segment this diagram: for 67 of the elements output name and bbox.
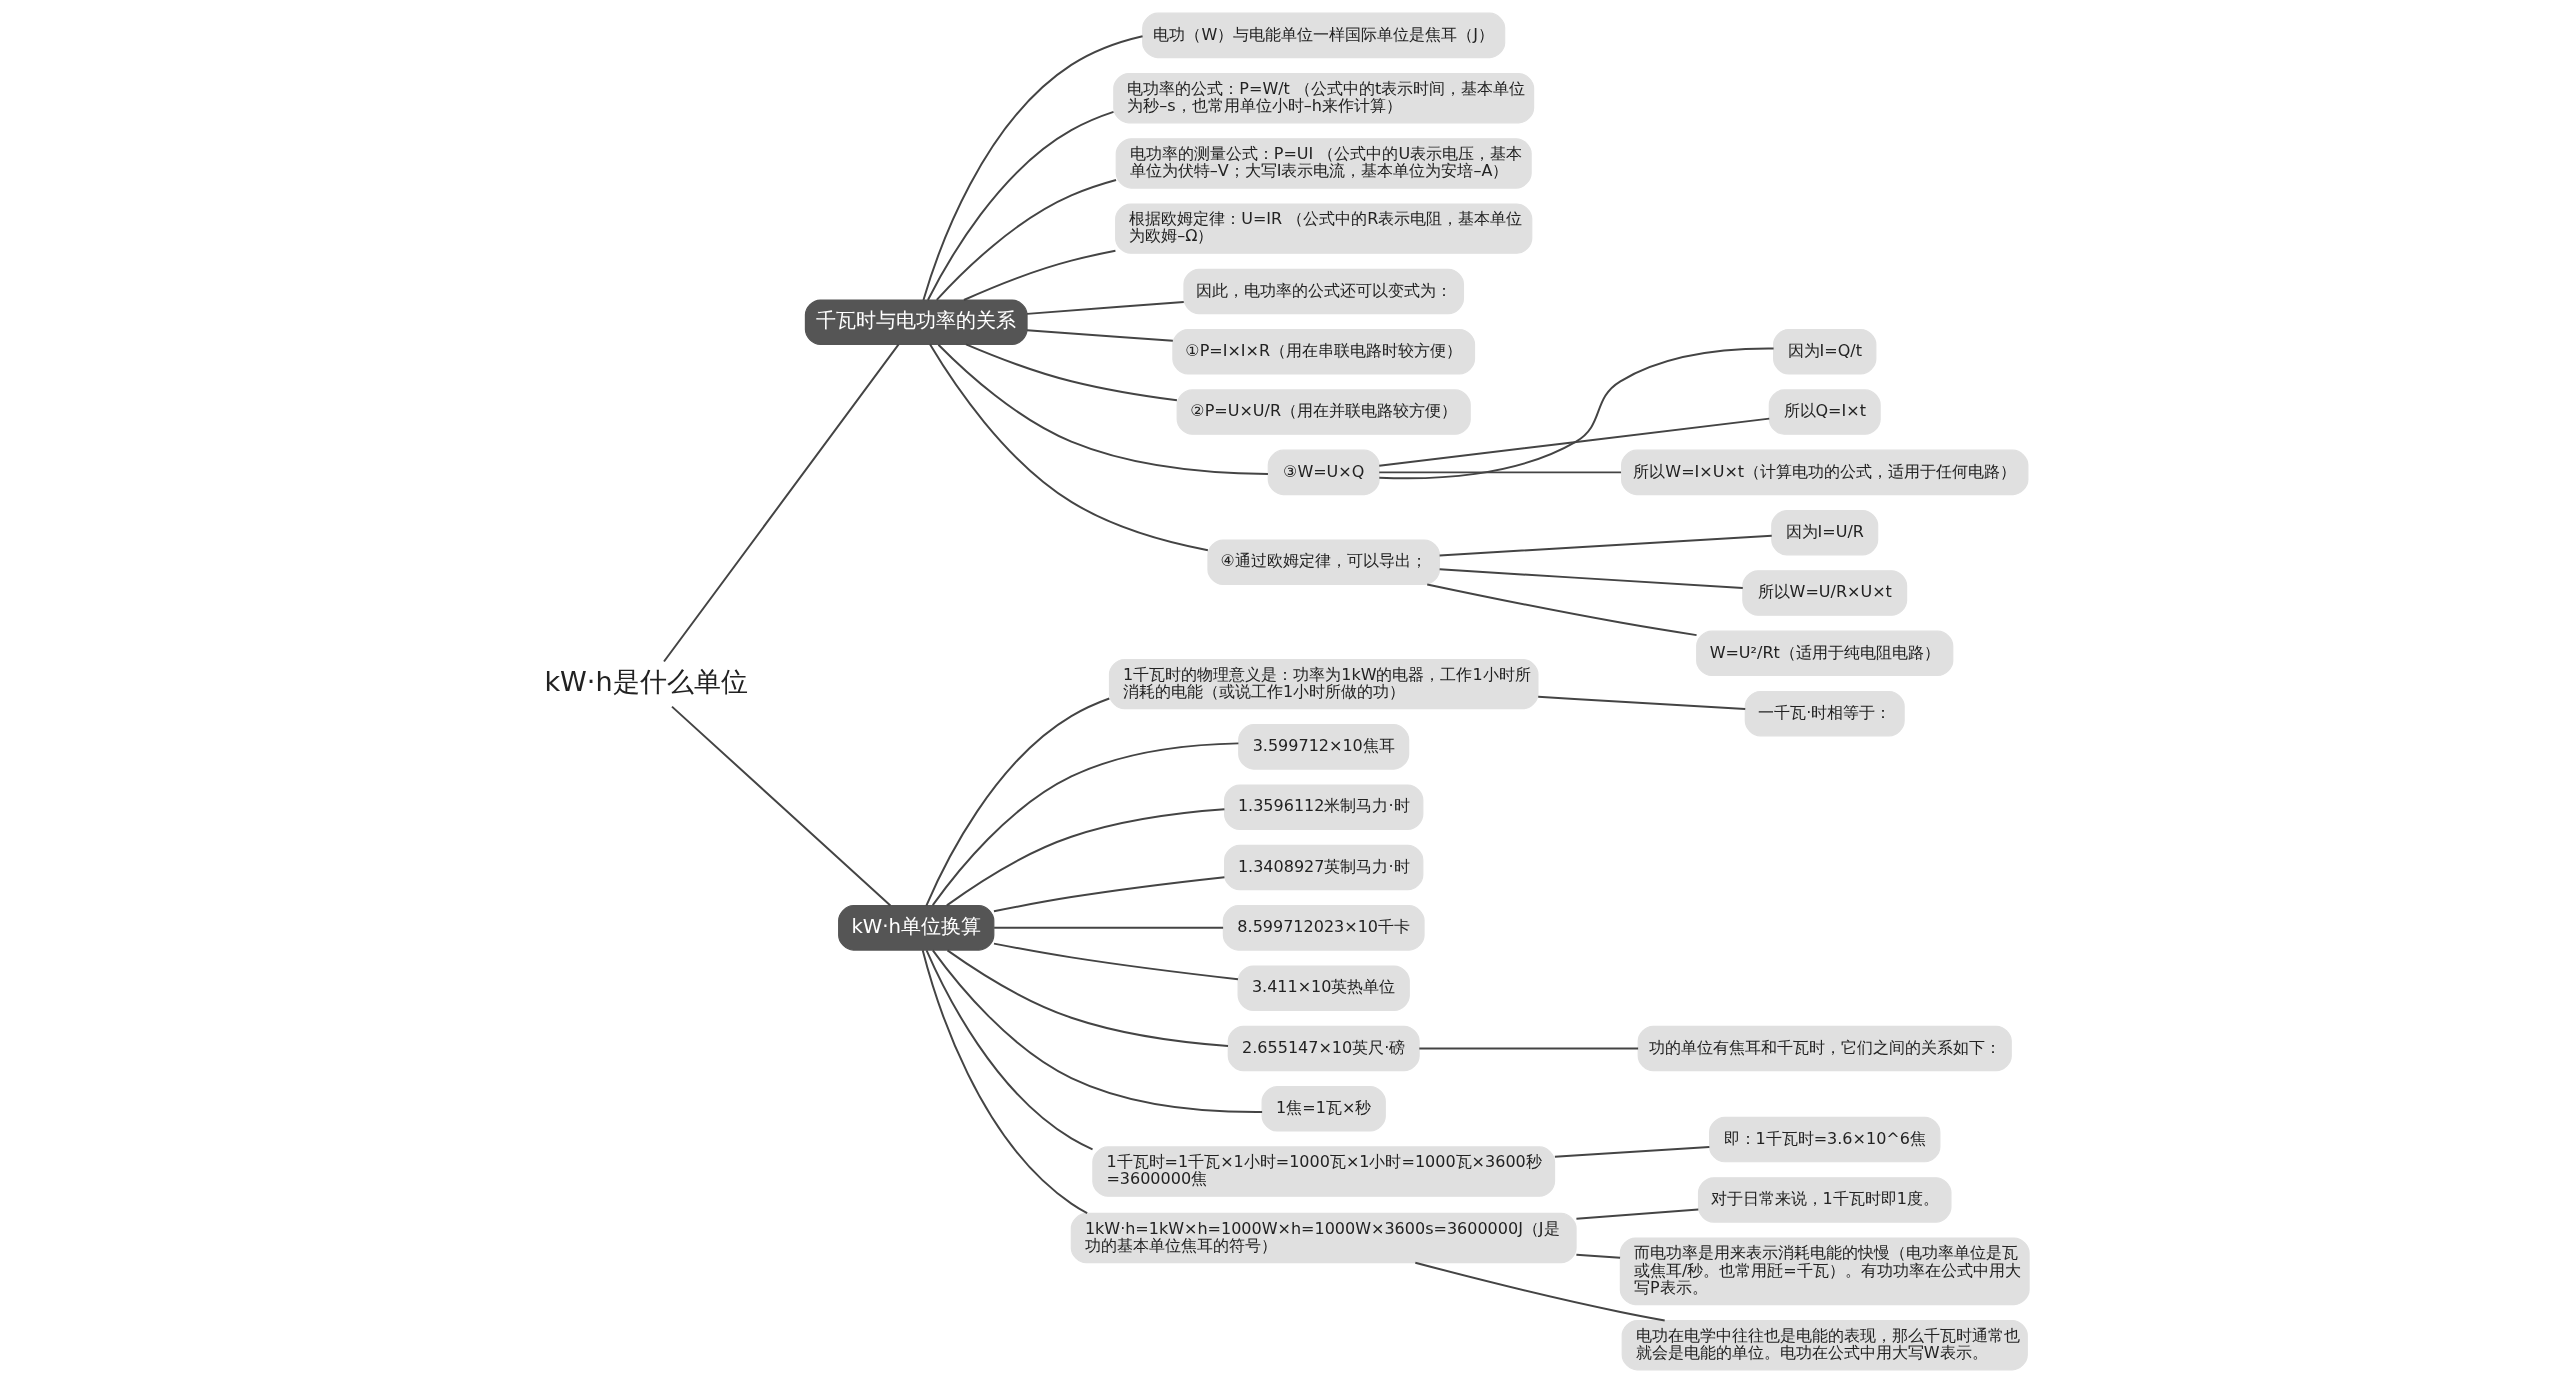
node-box: 1.3596112米制马力·时 bbox=[1224, 784, 1424, 830]
node-box: 3.411×10英热单位 bbox=[1237, 965, 1410, 1011]
node-box: 因此，电功率的公式还可以变式为： bbox=[1183, 268, 1465, 315]
node-box: kW·h单位换算 bbox=[838, 905, 995, 951]
node-box: 电功率的公式：P=W/t （公式中的t表示时间，基本单位为秒–s，也常用单位小时–h来作计算） bbox=[1113, 72, 1535, 124]
node-box: 1千瓦时的物理意义是：功率为1kW的电器，工作1小时所消耗的电能（或说工作1小时所做的功） bbox=[1108, 658, 1539, 710]
node-box: 电功（W）与电能单位一样国际单位是焦耳（J） bbox=[1142, 12, 1506, 59]
connector bbox=[1575, 1253, 1622, 1259]
node-box: 即：1千瓦时=3.6×10^6焦 bbox=[1709, 1116, 1941, 1163]
node-box: 所以Q=I×t bbox=[1768, 389, 1881, 435]
connector bbox=[925, 697, 1111, 907]
connector bbox=[1378, 417, 1771, 467]
connector bbox=[935, 179, 1118, 301]
connector bbox=[1553, 1145, 1711, 1158]
node-box: ①P=I×I×R（用在串联电路时较方便） bbox=[1172, 328, 1476, 375]
node-box: 1kW·h=1kW×h=1000W×h=1000W×3600s=3600000J（J是功的基本单位焦耳的符号） bbox=[1070, 1212, 1577, 1264]
connector bbox=[962, 249, 1117, 301]
connector bbox=[926, 110, 1115, 302]
node-box: 8.599712023×10千卡 bbox=[1222, 905, 1425, 951]
connector bbox=[992, 876, 1226, 913]
connector bbox=[1378, 347, 1775, 480]
connector bbox=[921, 949, 1089, 1215]
connector bbox=[1378, 471, 1623, 474]
connector bbox=[1575, 1208, 1700, 1220]
connector bbox=[1414, 1261, 1666, 1322]
connector bbox=[925, 949, 1094, 1151]
node-box: 3.599712×10焦耳 bbox=[1238, 724, 1410, 770]
connector bbox=[1438, 534, 1773, 557]
connector bbox=[928, 343, 1209, 552]
node-box: 功的单位有焦耳和千瓦时，它们之间的关系如下： bbox=[1637, 1025, 2012, 1072]
connector bbox=[663, 343, 900, 663]
node-box: 一千瓦·时相等于： bbox=[1744, 690, 1905, 737]
connector bbox=[937, 343, 1269, 475]
connector bbox=[931, 949, 1264, 1113]
connector bbox=[1438, 568, 1744, 589]
connector bbox=[1418, 1047, 1640, 1050]
node-box: 所以W=I×U×t（计算电功的公式，适用于任何电路） bbox=[1621, 449, 2029, 496]
node-box: 所以W=U/R×U×t bbox=[1742, 570, 1908, 616]
connector bbox=[946, 949, 1230, 1047]
node-box: ④通过欧姆定律，可以导出； bbox=[1207, 539, 1441, 585]
node-box: W=U²/Rt（适用于纯电阻电路） bbox=[1696, 630, 1954, 677]
node-box: 1焦=1瓦×秒 bbox=[1261, 1086, 1386, 1132]
node-box: 电功率的测量公式：P=UI （公式中的U表示电压，基本单位为伏特–V；大写I表示电流，基本单位为安培–A） bbox=[1115, 138, 1532, 189]
connector bbox=[945, 808, 1226, 907]
connector bbox=[993, 942, 1239, 981]
node-box: 对于日常来说，1千瓦时即1度。 bbox=[1697, 1177, 1952, 1223]
connector bbox=[670, 705, 892, 907]
node-box: 千瓦时与电功率的关系 bbox=[804, 299, 1028, 345]
node-text: kW·h是什么单位 bbox=[544, 666, 748, 698]
node-box: 因为I=U/R bbox=[1771, 509, 1879, 556]
connector bbox=[1026, 329, 1174, 342]
node-box: 因为I=Q/t bbox=[1773, 328, 1877, 375]
connector bbox=[931, 742, 1240, 907]
connector bbox=[1026, 300, 1185, 315]
connector bbox=[965, 343, 1178, 402]
connector bbox=[1537, 695, 1747, 710]
node-box: 1.3408927英制马力·时 bbox=[1224, 844, 1424, 891]
connector bbox=[993, 926, 1225, 929]
connector bbox=[922, 35, 1144, 301]
node-box: ③W=U×Q bbox=[1267, 449, 1380, 496]
node-box: 根据欧姆定律：U=IR （公式中的R表示电阻，基本单位为欧姆–Ω） bbox=[1115, 203, 1533, 254]
node-box: 1千瓦时=1千瓦×1小时=1000瓦×1小时=1000瓦×3600秒=3600000焦 bbox=[1092, 1146, 1556, 1197]
node-box: 2.655147×10英尺·磅 bbox=[1227, 1025, 1420, 1072]
node-box: ②P=U×U/R（用在并联电路较方便） bbox=[1176, 389, 1471, 435]
node-box: 电功在电学中往往也是电能的表现，那么千瓦时通常也就会是电能的单位。电功在公式中用大写W表示。 bbox=[1621, 1319, 2028, 1371]
node-box: 而电功率是用来表示消耗电能的快慢（电功率单位是瓦或焦耳/秒。也常用瓩=千瓦）。有功功率在公式中用大写P表示。 bbox=[1619, 1237, 2030, 1306]
connector bbox=[1426, 583, 1698, 637]
